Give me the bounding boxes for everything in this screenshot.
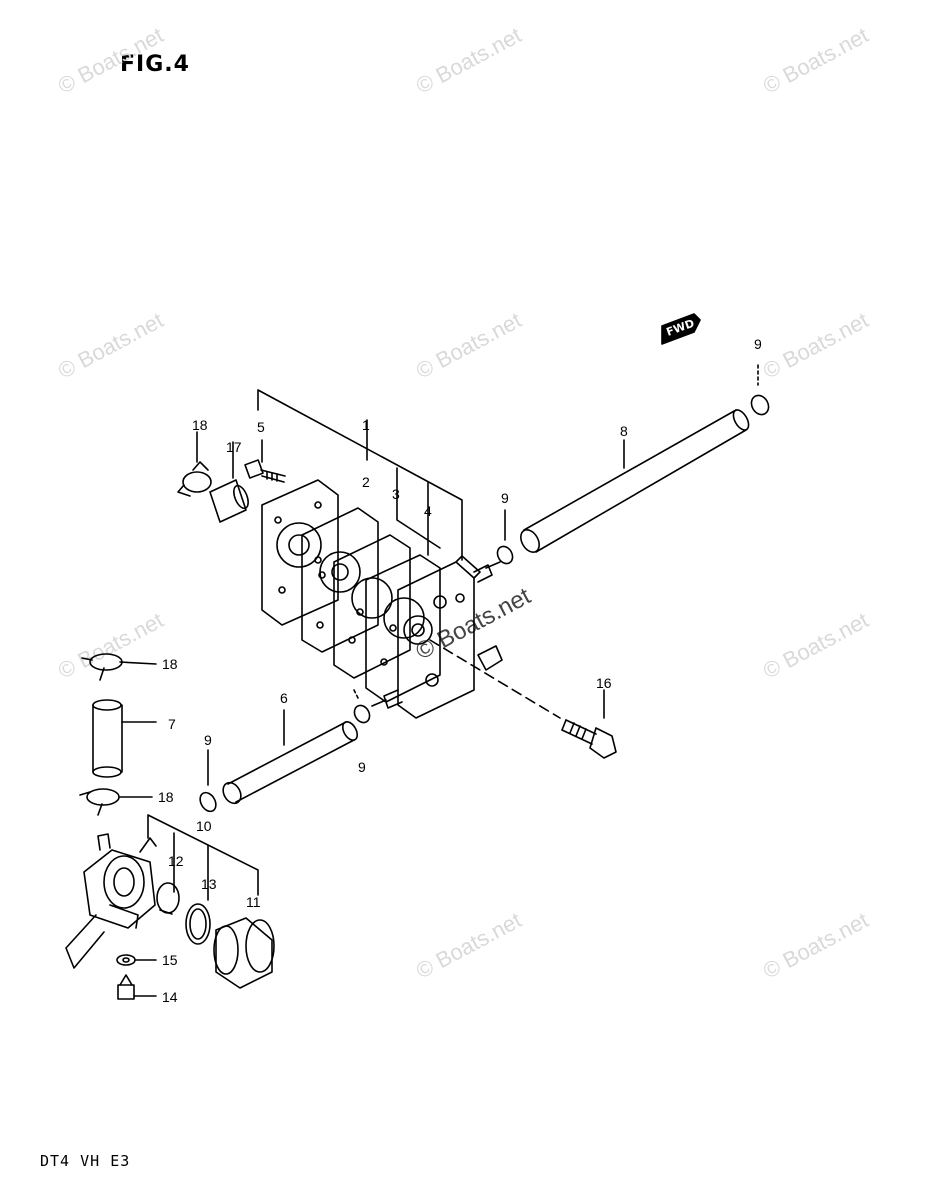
fwd-arrow-icon: FWD [661,313,701,345]
callout-7: 7 [168,716,176,732]
hose-clamp-18-top [177,461,212,497]
sleeve-17 [209,479,249,523]
callout-9-left: 9 [204,732,212,748]
callout-9-right: 9 [754,336,762,352]
diaphragm-2b [301,507,379,653]
callout-17: 17 [226,439,242,455]
filter-cup-11 [213,917,275,989]
figure-title: FIG.4 [120,52,190,77]
callout-15: 15 [162,952,178,968]
hose-clamp-18-mid [81,653,157,681]
tube-8 [520,409,750,553]
clip-9-mid [496,509,514,565]
callout-2: 2 [362,474,370,490]
bolt-16 [561,719,617,759]
callout-6: 6 [280,690,288,706]
o-ring-12 [156,882,180,915]
pump-body-1 [383,555,503,719]
clip-9-left [199,749,217,813]
callout-numbers: 1 2 3 4 5 6 7 8 9 9 9 9 10 11 12 13 14 1… [158,336,762,1005]
callout-8: 8 [620,423,628,439]
washer-15 [116,954,157,966]
callout-4: 4 [424,503,432,519]
callout-16: 16 [596,675,612,691]
callout-11: 11 [246,894,261,910]
hose-clamp-18-low [79,788,153,816]
model-code: DT4 VH E3 [40,1152,131,1170]
tube-6 [222,721,359,805]
gasket-plate-2 [261,479,339,626]
callout-14: 14 [162,989,178,1005]
callout-18-top: 18 [192,417,208,433]
screw-5 [244,459,286,483]
screw-14 [117,974,157,1000]
clip-9-right [750,364,770,416]
callout-10: 10 [196,818,212,834]
callout-18-mid: 18 [162,656,178,672]
callout-13: 13 [201,876,217,892]
callout-5: 5 [257,419,265,435]
callout-18-low: 18 [158,789,174,805]
callout-9-lower: 9 [358,759,366,775]
clip-9-lower [353,689,371,724]
hose-7 [92,699,157,778]
gasket-13 [185,903,211,945]
fuel-cock-body [65,833,157,969]
callout-3: 3 [392,486,400,502]
callout-12: 12 [168,853,184,869]
plate-4 [365,554,441,703]
callout-1: 1 [362,417,370,433]
callout-9-mid: 9 [501,490,509,506]
